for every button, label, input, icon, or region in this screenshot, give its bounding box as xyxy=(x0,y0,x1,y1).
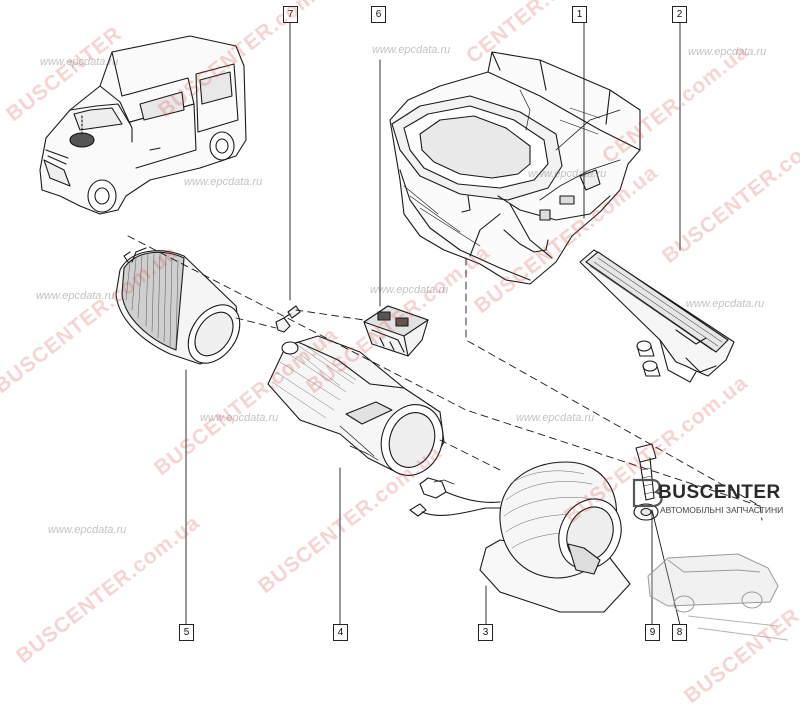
clip-part xyxy=(275,305,301,333)
callout-2: 2 xyxy=(672,6,687,23)
brand-logo xyxy=(628,476,800,656)
callout-9: 9 xyxy=(645,624,660,641)
filter-cylinder xyxy=(115,247,241,365)
callout-8: 8 xyxy=(672,624,687,641)
brand-logo-mark xyxy=(632,478,789,641)
blower-motor xyxy=(409,461,631,613)
van-illustration xyxy=(39,35,247,215)
callout-6: 6 xyxy=(371,6,386,23)
callout-4: 4 xyxy=(333,624,348,641)
heater-core xyxy=(579,249,735,383)
callout-1: 1 xyxy=(572,6,587,23)
heater-housing xyxy=(389,51,641,285)
resistor-module xyxy=(363,305,429,357)
callout-5: 5 xyxy=(179,624,194,641)
blower-duct xyxy=(267,335,445,476)
assembly-guide-lines xyxy=(127,21,763,626)
diagram-drawing xyxy=(39,21,763,626)
callout-7: 7 xyxy=(283,6,298,23)
brand-tagline: АВТОМОБІЛЬНІ ЗАПЧАСТИНИ xyxy=(660,505,784,515)
callout-3: 3 xyxy=(478,624,493,641)
brand-name: BUSCENTER xyxy=(658,482,781,503)
